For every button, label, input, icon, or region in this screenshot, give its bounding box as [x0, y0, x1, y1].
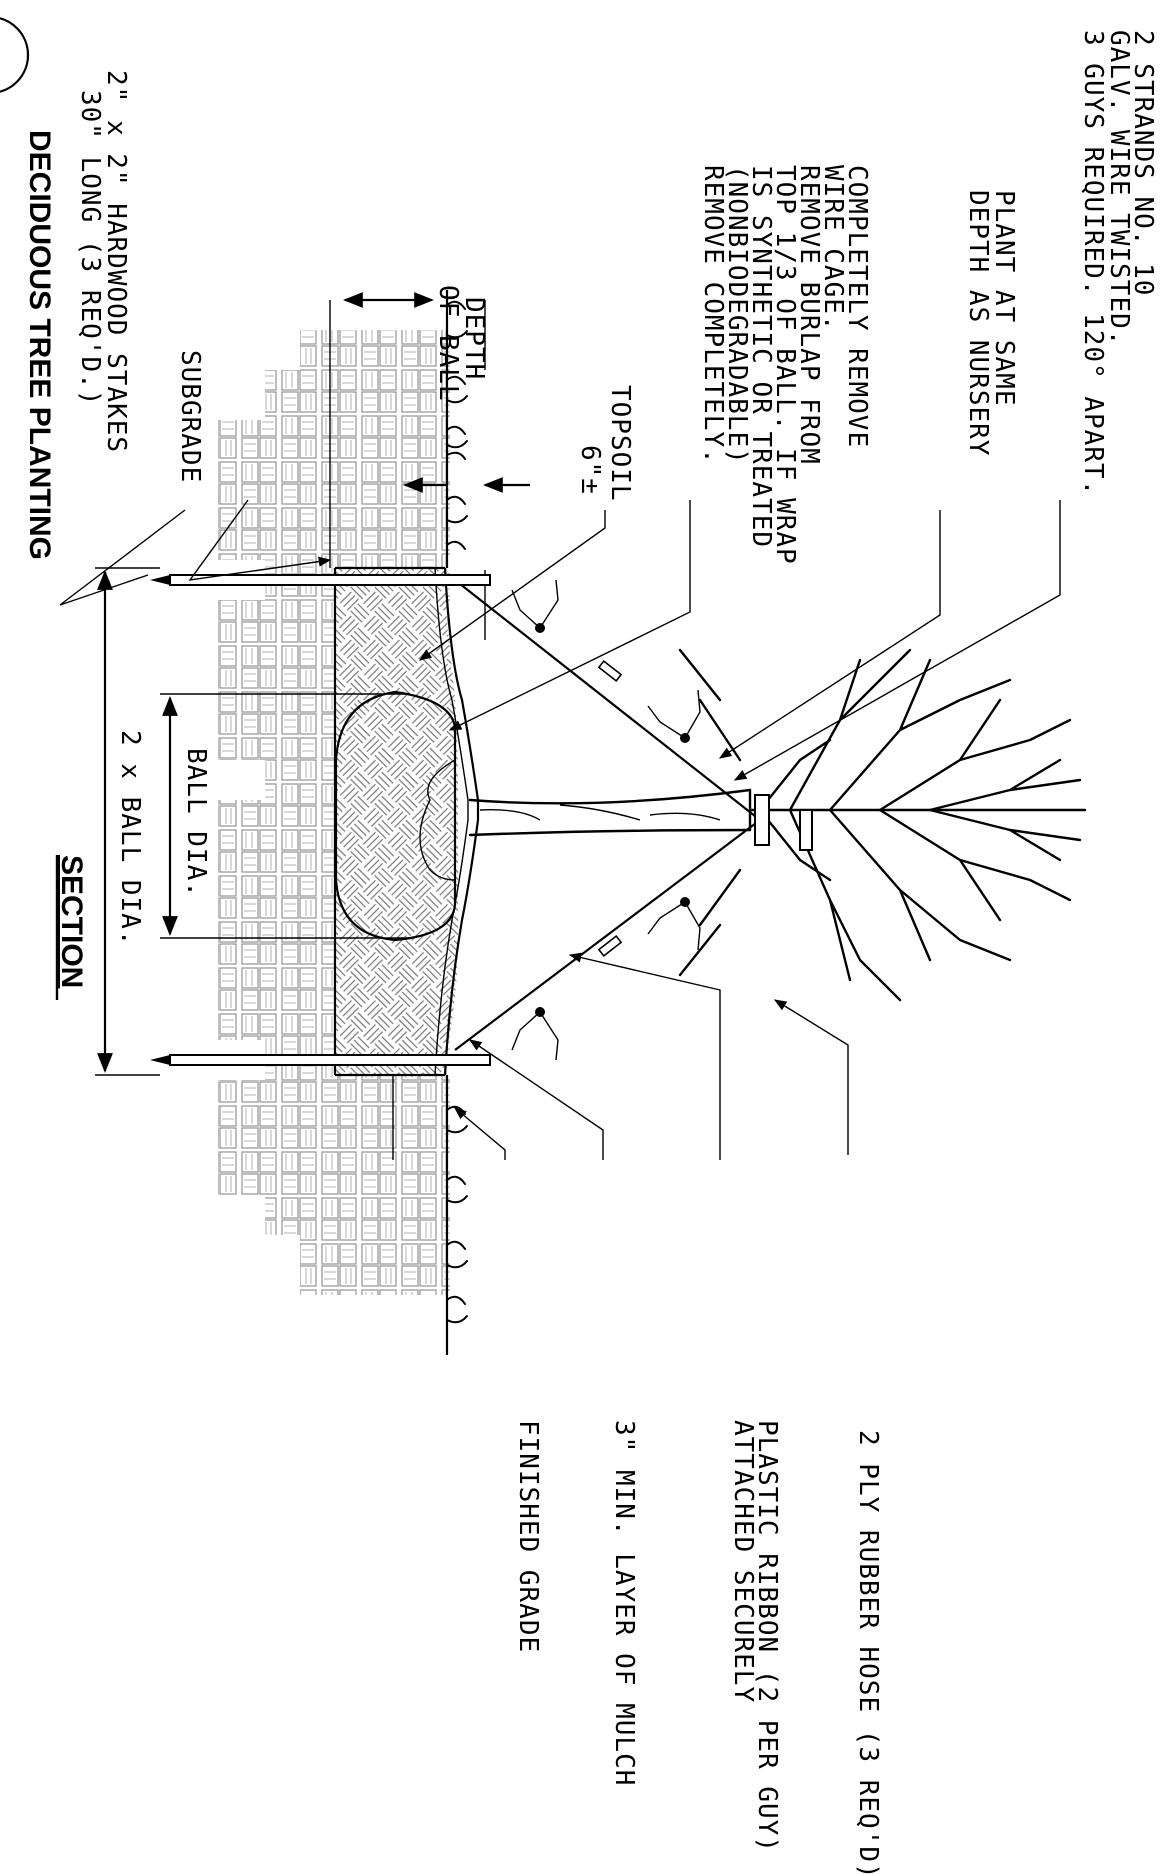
wire-cage-line-3: IS SYNTHETIC OR TREATED	[746, 165, 776, 548]
stakes-line-2: 2" x 2" HARDWOOD STAKES	[101, 70, 131, 453]
label-mulch: 3" MIN. LAYER OF MULCH	[609, 1420, 639, 1786]
label-rubber-hose: 2 PLY RUBBER HOSE (3 REQ'D)	[853, 1430, 883, 1874]
label-depth-of-ball: OF BALL DEPTH	[433, 285, 489, 402]
label-finished-grade: FINISHED GRADE	[513, 1420, 543, 1653]
wire-cage-line-2: (NONBIODEGRADABLE)	[722, 165, 752, 465]
leader-lines	[59, 499, 1061, 1160]
label-plant-depth: DEPTH AS NURSERY PLANT AT SAME	[963, 190, 1019, 456]
topsoil-text: TOPSOIL	[605, 385, 635, 502]
depth-of-ball-line-1: OF BALL	[433, 285, 463, 402]
label-subgrade: SUBGRADE	[175, 350, 205, 483]
six-inch-text: 6"±	[575, 445, 605, 495]
subtitle-block: SECTION	[55, 855, 88, 1000]
label-two-ball-dia: 2 x BALL DIA.	[115, 730, 145, 947]
guy-wires	[454, 579, 761, 1051]
stakes-line-1: 30" LONG (3 REQ'D.)	[75, 90, 105, 406]
guys-line-2: GALV. WIRE TWISTED.	[1104, 30, 1134, 346]
label-stakes: 30" LONG (3 REQ'D.) 2" x 2" HARDWOOD STA…	[75, 70, 131, 453]
wire-cage-line-5: REMOVE BURLAP FROM	[794, 165, 824, 465]
label-six-inch: 6"±	[575, 445, 605, 495]
plant-depth-line-1: DEPTH AS NURSERY	[963, 190, 993, 456]
drawing-title: DECIDUOUS TREE PLANTING	[23, 130, 56, 560]
title-block: DECIDUOUS TREE PLANTING	[23, 130, 56, 560]
tree	[468, 648, 1087, 1002]
label-ribbon: ATTACHED SECURELY PLASTIC RIBBON (2 PER …	[728, 1420, 782, 1853]
mulch-text: 3" MIN. LAYER OF MULCH	[609, 1420, 639, 1786]
dimension-ball-dia	[160, 693, 410, 939]
finished-grade-text: FINISHED GRADE	[513, 1420, 543, 1653]
two-ball-dia-text: 2 x BALL DIA.	[115, 730, 145, 947]
ribbon-line-2: PLASTIC RIBBON (2 PER GUY)	[752, 1420, 782, 1853]
subgrade-text: SUBGRADE	[175, 350, 205, 483]
depth-of-ball-line-2: DEPTH	[459, 297, 489, 380]
ball-dia-text: BALL DIA.	[181, 748, 211, 898]
wire-cage-line-1: REMOVE COMPLETELY.	[698, 165, 728, 465]
plant-depth-line-2: PLANT AT SAME	[989, 190, 1019, 407]
detail-bubble	[0, 17, 30, 93]
wire-cage-line-4: TOP 1/3 OF BALL. IF WRAP	[770, 165, 800, 565]
dimension-two-ball-dia	[95, 567, 160, 1076]
mulch-layer	[434, 567, 480, 1076]
planting-pit-topsoil	[333, 566, 458, 1077]
guys-line-1: 3 GUYS REQUIRED. 120° APART.	[1078, 30, 1108, 496]
wire-cage-line-7: COMPLETELY REMOVE	[842, 165, 872, 448]
plastic-ribbons	[511, 579, 701, 1061]
drawing-subtitle: SECTION	[55, 855, 88, 988]
hardwood-stakes	[150, 574, 491, 1066]
label-guys: 3 GUYS REQUIRED. 120° APART. GALV. WIRE …	[1078, 30, 1158, 496]
rubber-hose	[754, 794, 813, 851]
root-ball	[334, 690, 457, 942]
label-topsoil: TOPSOIL	[605, 385, 635, 502]
rubber-hose-text: 2 PLY RUBBER HOSE (3 REQ'D)	[853, 1430, 883, 1874]
label-wire-cage: REMOVE COMPLETELY. (NONBIODEGRADABLE) IS…	[698, 165, 872, 565]
label-ball-dia: BALL DIA.	[181, 748, 211, 898]
wire-cage-line-6: WIRE CAGE.	[818, 165, 848, 332]
ribbon-line-1: ATTACHED SECURELY	[728, 1420, 758, 1703]
guys-line-3: 2 STRANDS NO. 10	[1128, 30, 1158, 296]
grass-tufts	[446, 300, 468, 1324]
